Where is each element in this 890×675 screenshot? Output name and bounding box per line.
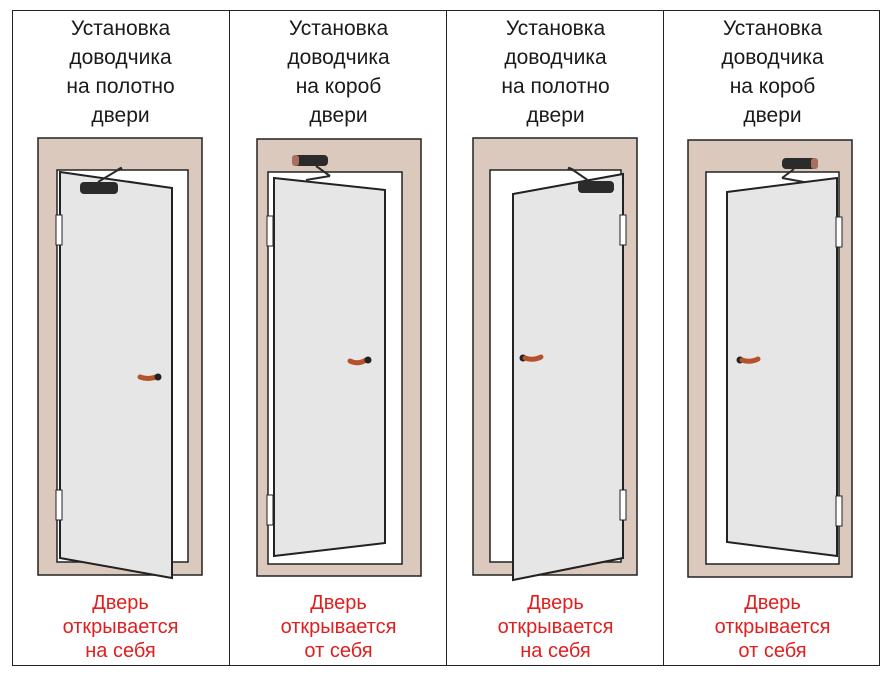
caption-line: от себя xyxy=(304,640,373,662)
title-line: доводчика xyxy=(287,46,390,69)
door-leaf xyxy=(273,176,386,558)
title-line: доводчика xyxy=(721,46,824,69)
hinge-top xyxy=(266,215,274,247)
caption-line: Дверь xyxy=(744,592,801,614)
hinge-top xyxy=(619,214,627,246)
panel-divider xyxy=(663,10,664,666)
caption-line: на себя xyxy=(85,640,156,662)
panel-2-caption: Дверь открывается от себя xyxy=(230,591,447,663)
caption-line: открывается xyxy=(497,616,614,638)
door-closer xyxy=(567,166,614,193)
panel-1: Установка доводчика на полотно двери Две… xyxy=(12,10,229,666)
panel-4-caption: Дверь открывается от себя xyxy=(664,591,881,663)
title-line: на короб xyxy=(729,75,816,98)
panel-divider xyxy=(446,10,447,666)
door-handle xyxy=(137,373,162,381)
title-line: Установка xyxy=(70,17,171,40)
title-line: Установка xyxy=(288,17,389,40)
hinge-bottom xyxy=(619,489,627,521)
door-illustration-2 xyxy=(256,138,422,577)
panel-4: Установка доводчика на короб двери Дверь… xyxy=(664,10,881,666)
door-illustration-1 xyxy=(37,137,203,580)
door-illustration-3 xyxy=(472,137,638,582)
caption-line: открывается xyxy=(714,616,831,638)
door-closer xyxy=(292,155,331,181)
door-leaf xyxy=(726,176,838,558)
caption-line: Дверь xyxy=(527,592,584,614)
door-handle xyxy=(736,356,761,364)
hinge-bottom xyxy=(835,495,843,527)
door-closer xyxy=(781,158,818,183)
panel-4-title: Установка доводчика на короб двери xyxy=(664,14,881,130)
title-line: Установка xyxy=(722,17,823,40)
hinge-top xyxy=(835,216,843,248)
hinge-bottom xyxy=(55,489,63,521)
caption-line: открывается xyxy=(280,616,397,638)
title-line: на короб xyxy=(295,75,382,98)
title-line: на полотно xyxy=(66,75,175,98)
caption-line: от себя xyxy=(738,640,807,662)
caption-line: Дверь xyxy=(310,592,367,614)
title-line: двери xyxy=(526,104,585,127)
title-line: доводчика xyxy=(504,46,607,69)
panel-3-caption: Дверь открывается на себя xyxy=(447,591,664,663)
panel-1-title: Установка доводчика на полотно двери xyxy=(12,14,229,130)
title-line: двери xyxy=(743,104,802,127)
hinge-bottom xyxy=(266,494,274,526)
title-line: на полотно xyxy=(501,75,610,98)
door-illustration-4 xyxy=(687,139,853,578)
caption-line: на себя xyxy=(520,640,591,662)
door-leaf xyxy=(59,170,173,580)
door-closer xyxy=(80,166,123,194)
caption-line: открывается xyxy=(62,616,179,638)
hinge-top xyxy=(55,214,63,246)
panel-1-caption: Дверь открывается на себя xyxy=(12,591,229,663)
title-line: Установка xyxy=(505,17,606,40)
panel-2: Установка доводчика на короб двери Дверь… xyxy=(230,10,447,666)
panel-3: Установка доводчика на полотно двери Две… xyxy=(447,10,664,666)
title-line: двери xyxy=(309,104,368,127)
title-line: двери xyxy=(91,104,150,127)
panel-3-title: Установка доводчика на полотно двери xyxy=(447,14,664,130)
door-handle xyxy=(347,356,372,366)
door-leaf xyxy=(512,172,624,582)
title-line: доводчика xyxy=(69,46,172,69)
panel-2-title: Установка доводчика на короб двери xyxy=(230,14,447,130)
panel-divider xyxy=(229,10,230,666)
caption-line: Дверь xyxy=(92,592,149,614)
door-handle xyxy=(519,354,544,362)
